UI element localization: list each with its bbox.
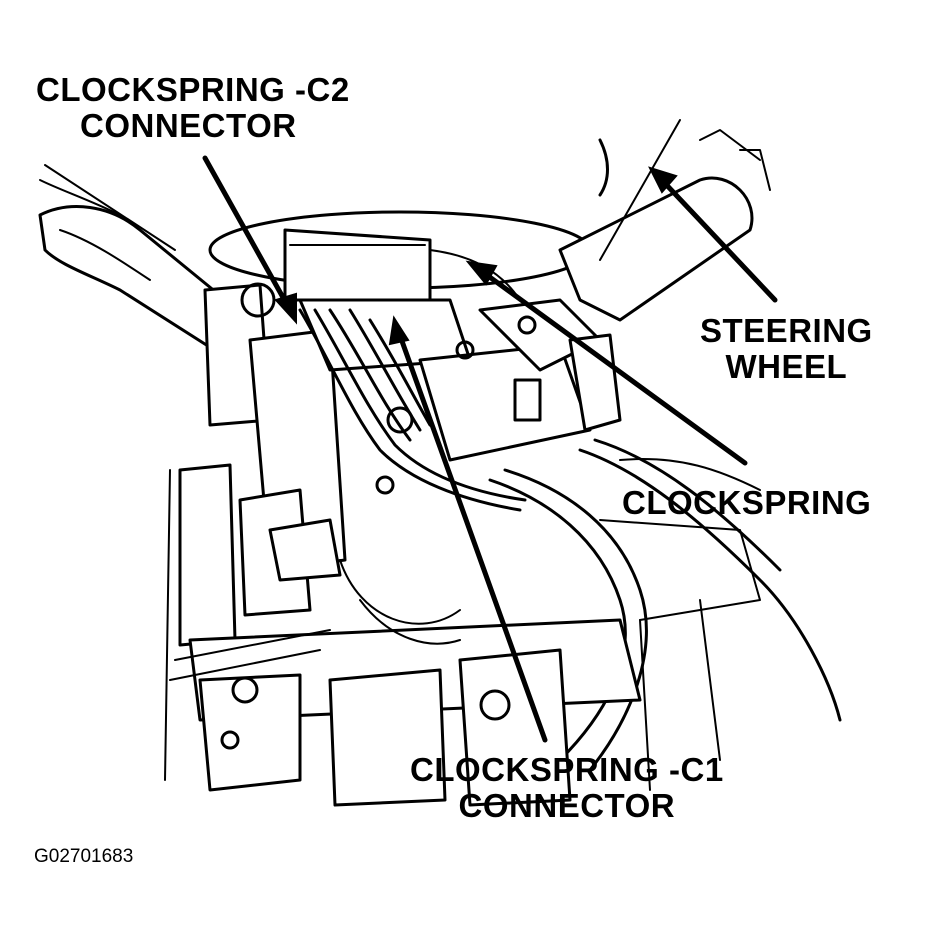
label-steering-wheel-line2: WHEEL xyxy=(725,348,848,385)
label-steering-wheel: STEERING WHEEL xyxy=(700,313,873,385)
wiper-switch-stalk xyxy=(558,119,771,322)
clockspring-assembly xyxy=(203,282,622,617)
figure-id: G02701683 xyxy=(34,846,134,867)
label-clockspring-c2-line2: CONNECTOR xyxy=(80,107,297,144)
callout-leader-clockspring-c1 xyxy=(388,315,548,743)
callout-leader-clockspring xyxy=(465,260,748,466)
label-clockspring-c2-connector: CLOCKSPRING -C2 CONNECTOR xyxy=(36,72,350,144)
label-clockspring-c2-line1: CLOCKSPRING -C2 xyxy=(36,71,350,108)
label-steering-wheel-line1: STEERING xyxy=(700,312,873,349)
label-clockspring-c1-line1: CLOCKSPRING -C1 xyxy=(410,751,724,788)
callout-leader-clockspring-c2 xyxy=(202,155,297,325)
callout-leader-steering-wheel xyxy=(648,166,778,303)
label-clockspring: CLOCKSPRING xyxy=(622,485,871,521)
multifunction-switch-stalk xyxy=(38,164,252,362)
wiring-harness xyxy=(298,308,842,772)
label-clockspring-c1-line2: CONNECTOR xyxy=(458,787,676,824)
label-clockspring-text: CLOCKSPRING xyxy=(622,484,872,521)
label-clockspring-c1-connector: CLOCKSPRING -C1 CONNECTOR xyxy=(410,752,724,824)
